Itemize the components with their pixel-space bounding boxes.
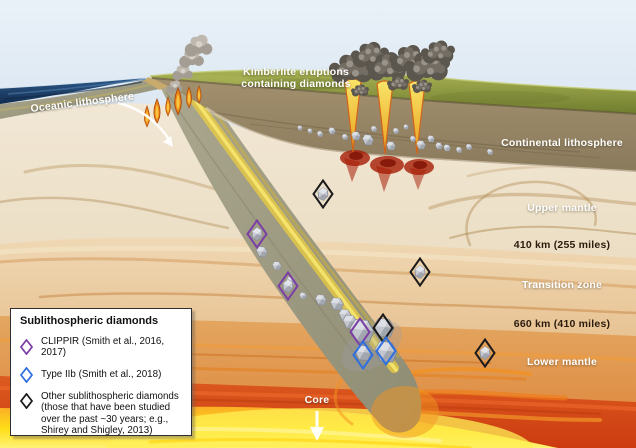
label-upper-mantle: Upper mantle xyxy=(527,202,597,214)
other-diamond-icon xyxy=(20,392,33,409)
legend-title: Sublithospheric diamonds xyxy=(20,315,159,327)
legend: Sublithospheric diamonds CLIPPIR (Smith … xyxy=(10,308,192,436)
slab-tip-melt xyxy=(371,386,439,438)
legend-item-other: Other sublithospheric diamonds (those th… xyxy=(20,391,182,437)
diamond-marker-other xyxy=(312,178,334,210)
diamond-marker-other xyxy=(372,312,394,344)
diamond-marker-type-iib xyxy=(375,335,397,367)
label-continental-lithosphere: Continental lithosphere xyxy=(501,137,623,149)
arrows xyxy=(117,101,324,441)
label-kimberlite-eruptions: Kimberlite eruptions containing diamonds xyxy=(241,66,351,90)
legend-item-label: Other sublithospheric diamonds (those th… xyxy=(41,390,179,437)
subduction-arrow xyxy=(117,101,172,142)
legend-item-label: Type IIb (Smith et al., 2018) xyxy=(41,368,162,380)
legend-item-label: CLIPPIR (Smith et al., 2016, 2017) xyxy=(41,335,165,359)
diamond-marker-clippir xyxy=(277,270,299,302)
clippir-diamond-icon xyxy=(20,339,33,355)
ocean xyxy=(0,76,170,104)
legend-item-type-iib: Type IIb (Smith et al., 2018) xyxy=(20,366,182,383)
label-660-km: 660 km (410 miles) xyxy=(513,318,611,330)
type-iib-diamond-icon xyxy=(20,366,33,383)
legend-item-clippir: CLIPPIR (Smith et al., 2016, 2017) xyxy=(20,336,182,359)
label-lower-mantle: Lower mantle xyxy=(526,356,598,368)
label-410-km: 410 km (255 miles) xyxy=(513,239,611,251)
diamond-marker-clippir xyxy=(349,316,371,348)
diamond-marker-other xyxy=(409,256,431,288)
label-transition-zone: Transition zone xyxy=(521,279,602,291)
label-core: Core xyxy=(304,394,330,406)
magma-stains xyxy=(340,150,434,192)
diamond-marker-type-iib xyxy=(352,339,374,371)
kimberlite-pipe xyxy=(376,80,394,155)
diamond-marker-clippir xyxy=(246,218,268,250)
coast xyxy=(144,77,170,90)
